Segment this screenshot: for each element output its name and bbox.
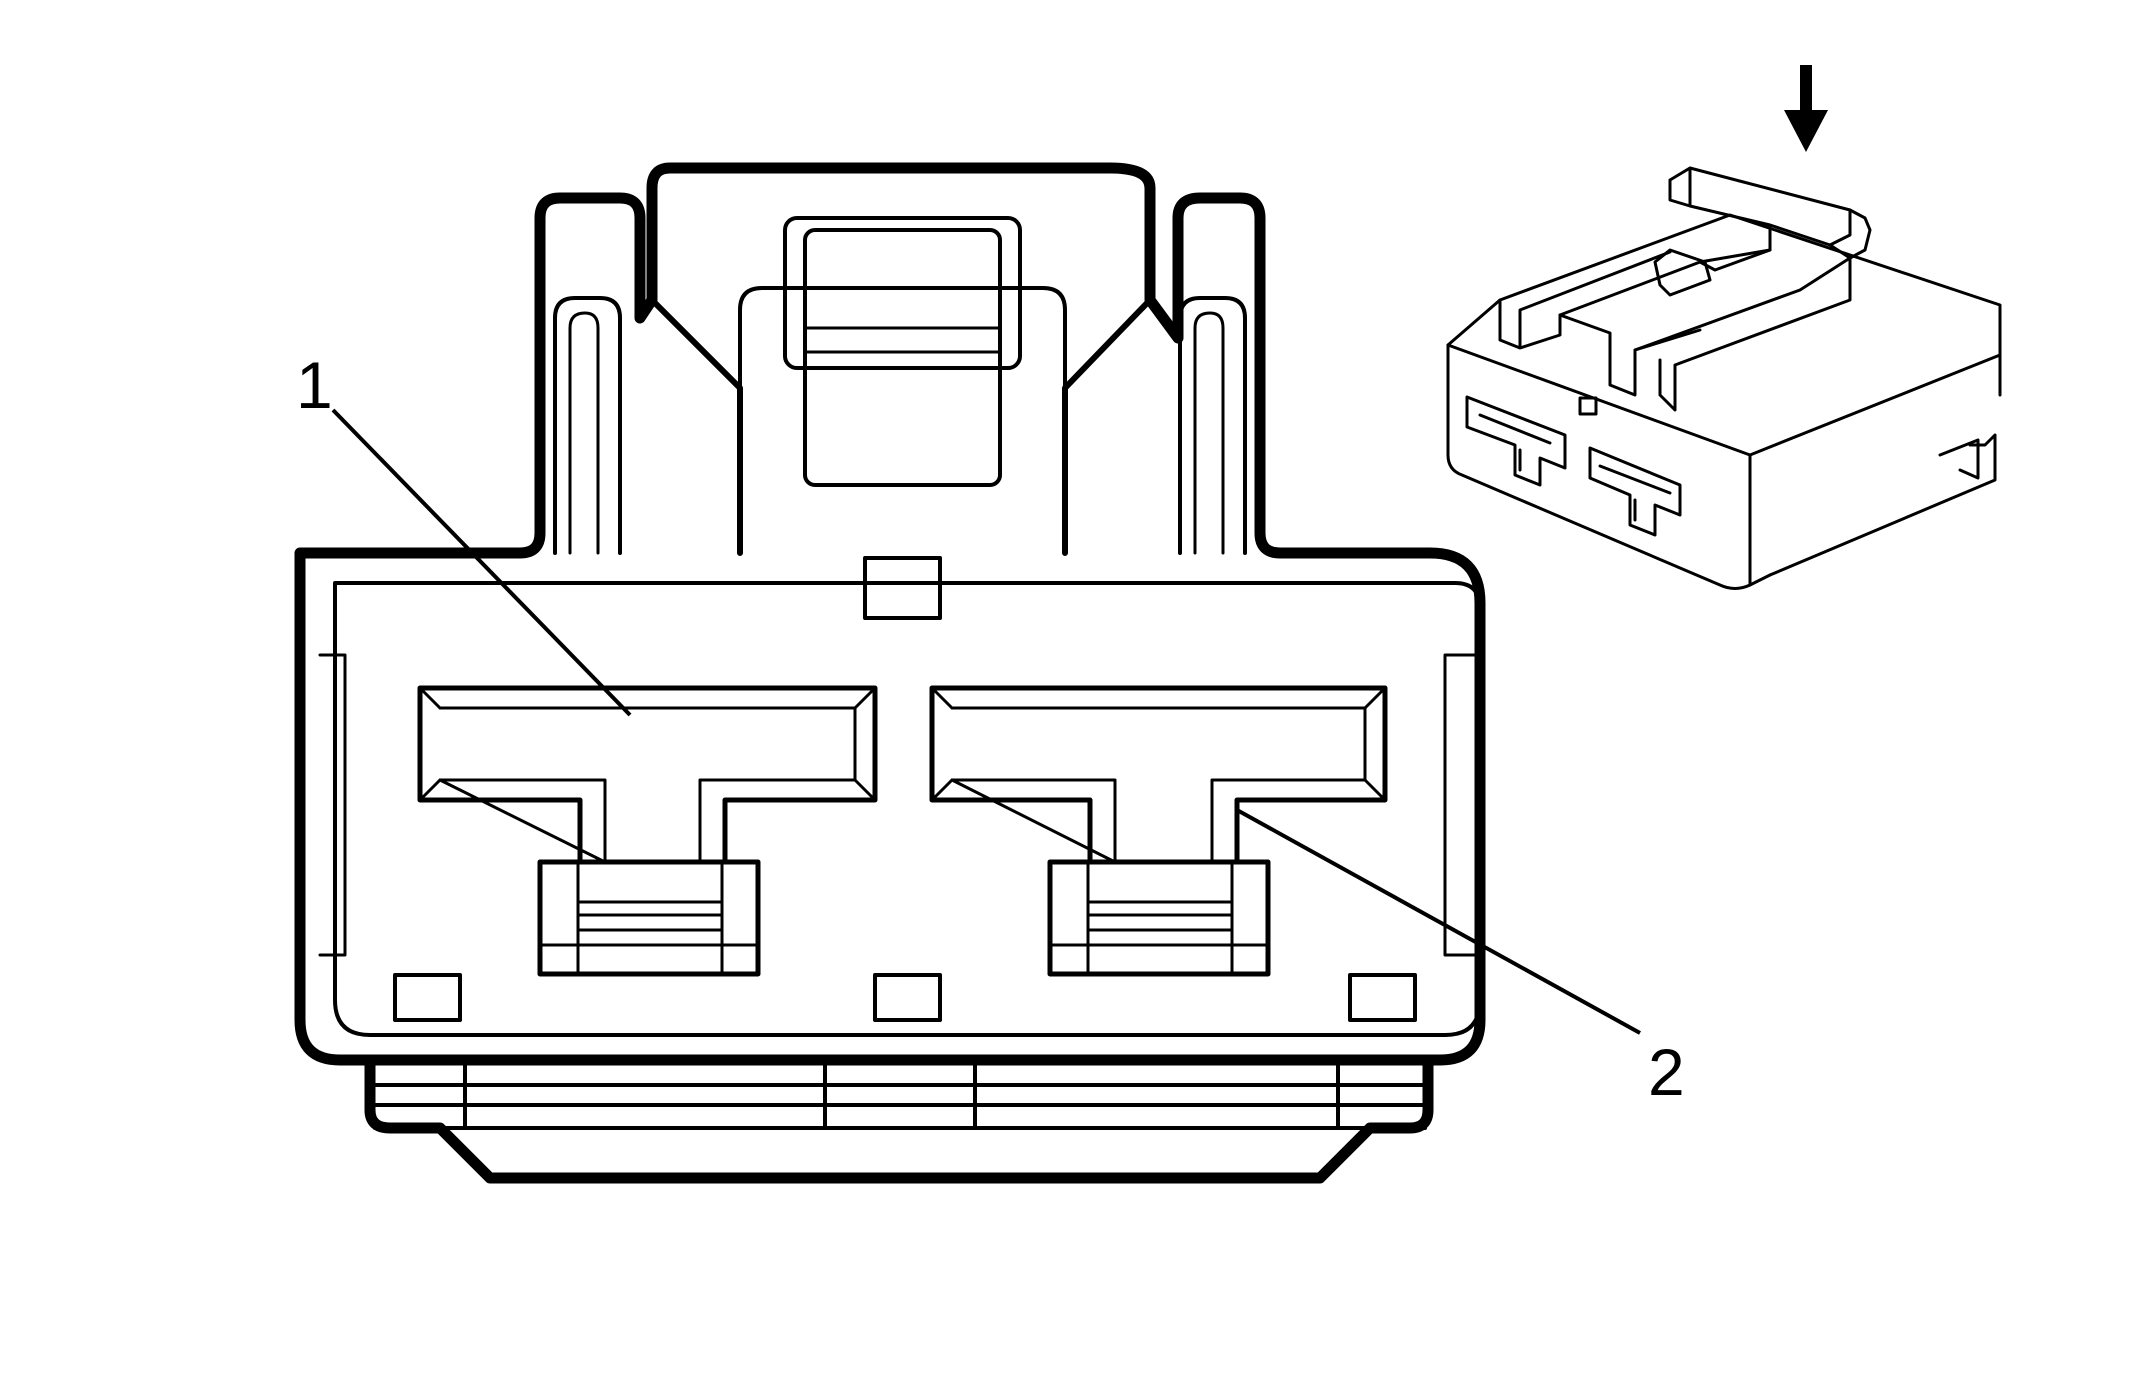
connector-inner-shell (333, 581, 1482, 1037)
terminal-cavity-1 (417, 685, 878, 977)
callout-2-group: 2 (1236, 808, 1685, 1109)
callout-1-group: 1 (296, 348, 632, 717)
arrow-down-icon (1784, 65, 1828, 152)
cavity-1-contact (537, 859, 761, 977)
cavity-2-contact (1047, 859, 1271, 977)
latch-tab (803, 228, 1002, 487)
tower-left (553, 296, 622, 555)
cavity-1-bevel-corners (418, 686, 877, 802)
inset-cavity-1 (1465, 395, 1567, 487)
callout-2-leader (1236, 808, 1641, 1035)
inset-body-right (1748, 433, 1997, 587)
inset-body-top (1446, 213, 2002, 457)
inset-foot (1938, 438, 1980, 480)
polarization-window (863, 556, 942, 620)
cavity-1-outline (417, 685, 878, 865)
key-square-left (393, 973, 462, 1022)
inset-latch-cap (1848, 208, 1872, 260)
connector-side-rail-right (1443, 653, 1482, 957)
terminal-cavity-2 (929, 685, 1388, 977)
cavity-2-bevel-corners (930, 686, 1387, 802)
callout-1-label: 1 (296, 348, 333, 422)
inset-latch (1668, 166, 1852, 272)
cavity-2-outline (929, 685, 1388, 865)
connector-outer-outline (294, 162, 1486, 1066)
inset-cavity-2 (1588, 446, 1682, 537)
inset-ridge-right (1633, 243, 1852, 412)
tower-right (1178, 296, 1247, 555)
inset-body-front (1446, 343, 1772, 590)
connector-isometric-inset (1446, 65, 2002, 590)
cavity-1-bevel (438, 706, 857, 864)
callout-1-leader (331, 408, 632, 717)
inset-latch-window (1653, 248, 1712, 297)
key-square-right (1348, 973, 1417, 1022)
tower-right-inner (1193, 311, 1225, 555)
callout-2-label: 2 (1648, 1035, 1685, 1109)
cavity-2-bevel (950, 706, 1367, 864)
connector-face-view (294, 162, 1486, 1184)
inset-ridge-center (1558, 248, 1772, 397)
key-square-center (873, 973, 942, 1022)
tower-left-inner (568, 311, 600, 555)
latch-frame (738, 286, 1067, 555)
inset-key-square (1578, 396, 1598, 416)
bottom-flange (364, 1054, 1434, 1184)
latch-housing (649, 297, 1153, 556)
connector-side-rail-left (318, 653, 347, 957)
latch-outer (783, 216, 1022, 370)
inset-ridge-left (1498, 250, 1672, 350)
